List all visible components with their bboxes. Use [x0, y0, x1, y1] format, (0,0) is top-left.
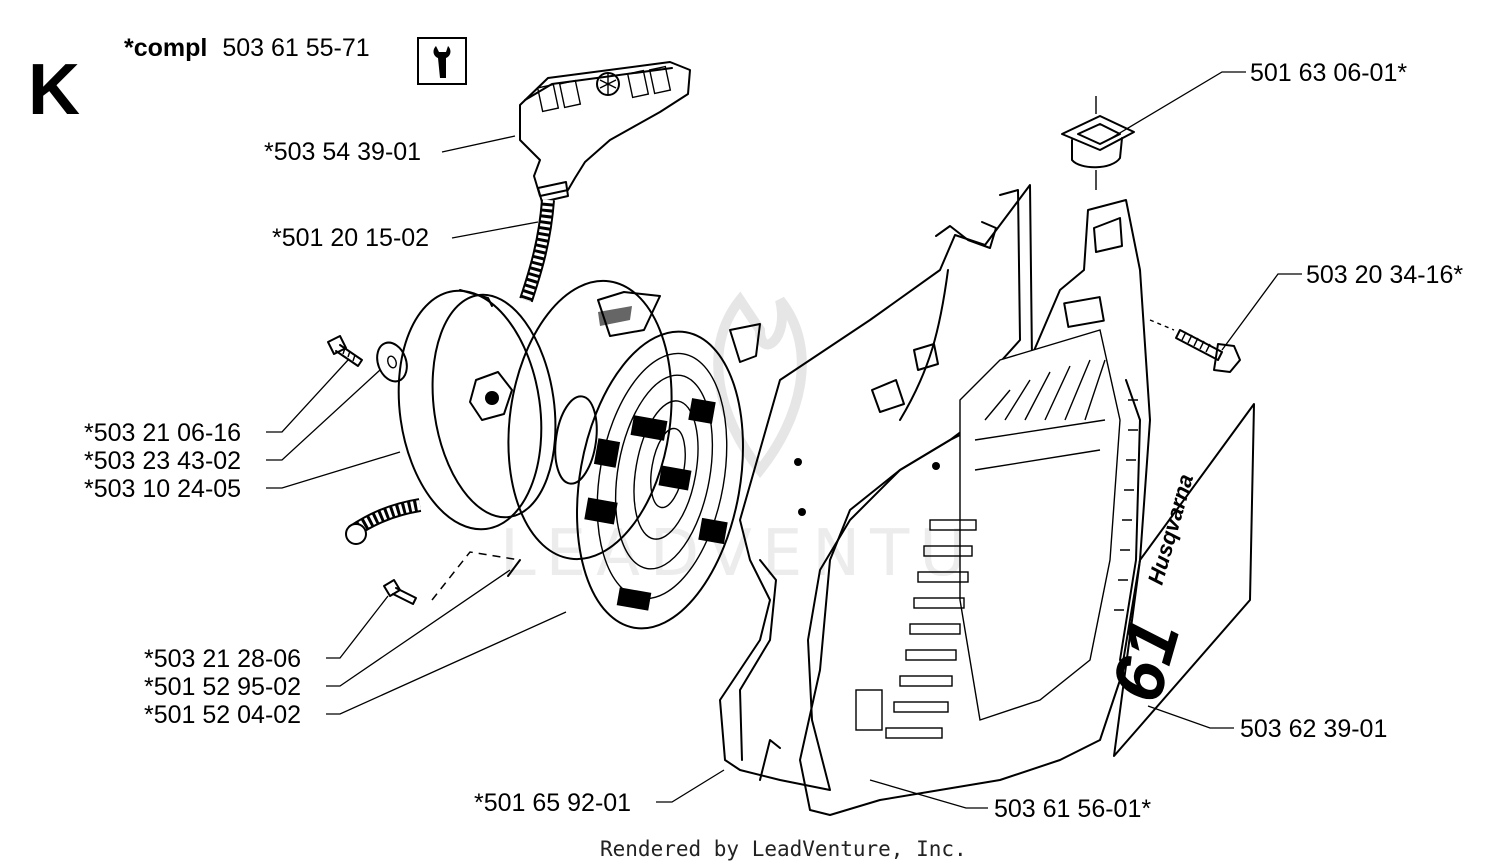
kit-number: 503 61 55-71 [222, 34, 369, 62]
pulley-screw [327, 335, 363, 367]
part-label-screw-small[interactable]: *503 21 28-06 [144, 645, 301, 673]
part-label-grommet[interactable]: 501 63 06-01* [1250, 59, 1407, 87]
part-label-spring-cassette[interactable]: *501 52 95-02 [144, 673, 301, 701]
part-label-rope-pulley[interactable]: *503 10 24-05 [84, 475, 241, 503]
part-labels: *503 54 39-01 *501 20 15-02 *503 21 06-1… [84, 59, 1463, 823]
part-label-handle[interactable]: *503 54 39-01 [264, 138, 421, 166]
starter-rope [345, 199, 555, 545]
starter-handle [519, 61, 691, 203]
leader-lines [266, 71, 1302, 809]
part-label-screw-pulley[interactable]: *503 21 06-16 [84, 419, 241, 447]
part-label-decal[interactable]: 503 62 39-01 [1240, 715, 1387, 743]
footer-credit: Rendered by LeadVenture, Inc. [600, 837, 967, 861]
decal-brand: Husqvarna [1143, 471, 1198, 587]
grommet [1061, 96, 1135, 190]
decal-model: 61 [1096, 611, 1195, 710]
washer [376, 341, 408, 383]
kit-label[interactable]: *compl 503 61 55-71 [124, 34, 370, 62]
recoil-spring [576, 323, 761, 630]
part-label-housing-bolt[interactable]: 503 20 34-16* [1306, 261, 1463, 289]
part-label-recoil-spring[interactable]: *501 52 04-02 [144, 701, 301, 729]
part-label-starter-housing[interactable]: *501 65 92-01 [474, 789, 631, 817]
section-letter: K [28, 50, 80, 130]
kit-prefix: *compl [124, 34, 207, 62]
part-label-washer[interactable]: *503 23 43-02 [84, 447, 241, 475]
small-screw [383, 579, 417, 605]
cover [799, 199, 1151, 816]
spring-cassette [507, 279, 673, 577]
housing-bolt [1149, 319, 1241, 373]
part-label-starter-rope[interactable]: *501 20 15-02 [272, 224, 429, 252]
wrench-icon [417, 37, 467, 85]
part-label-cover[interactable]: 503 61 56-01* [994, 795, 1151, 823]
rope-pulley [397, 289, 557, 531]
